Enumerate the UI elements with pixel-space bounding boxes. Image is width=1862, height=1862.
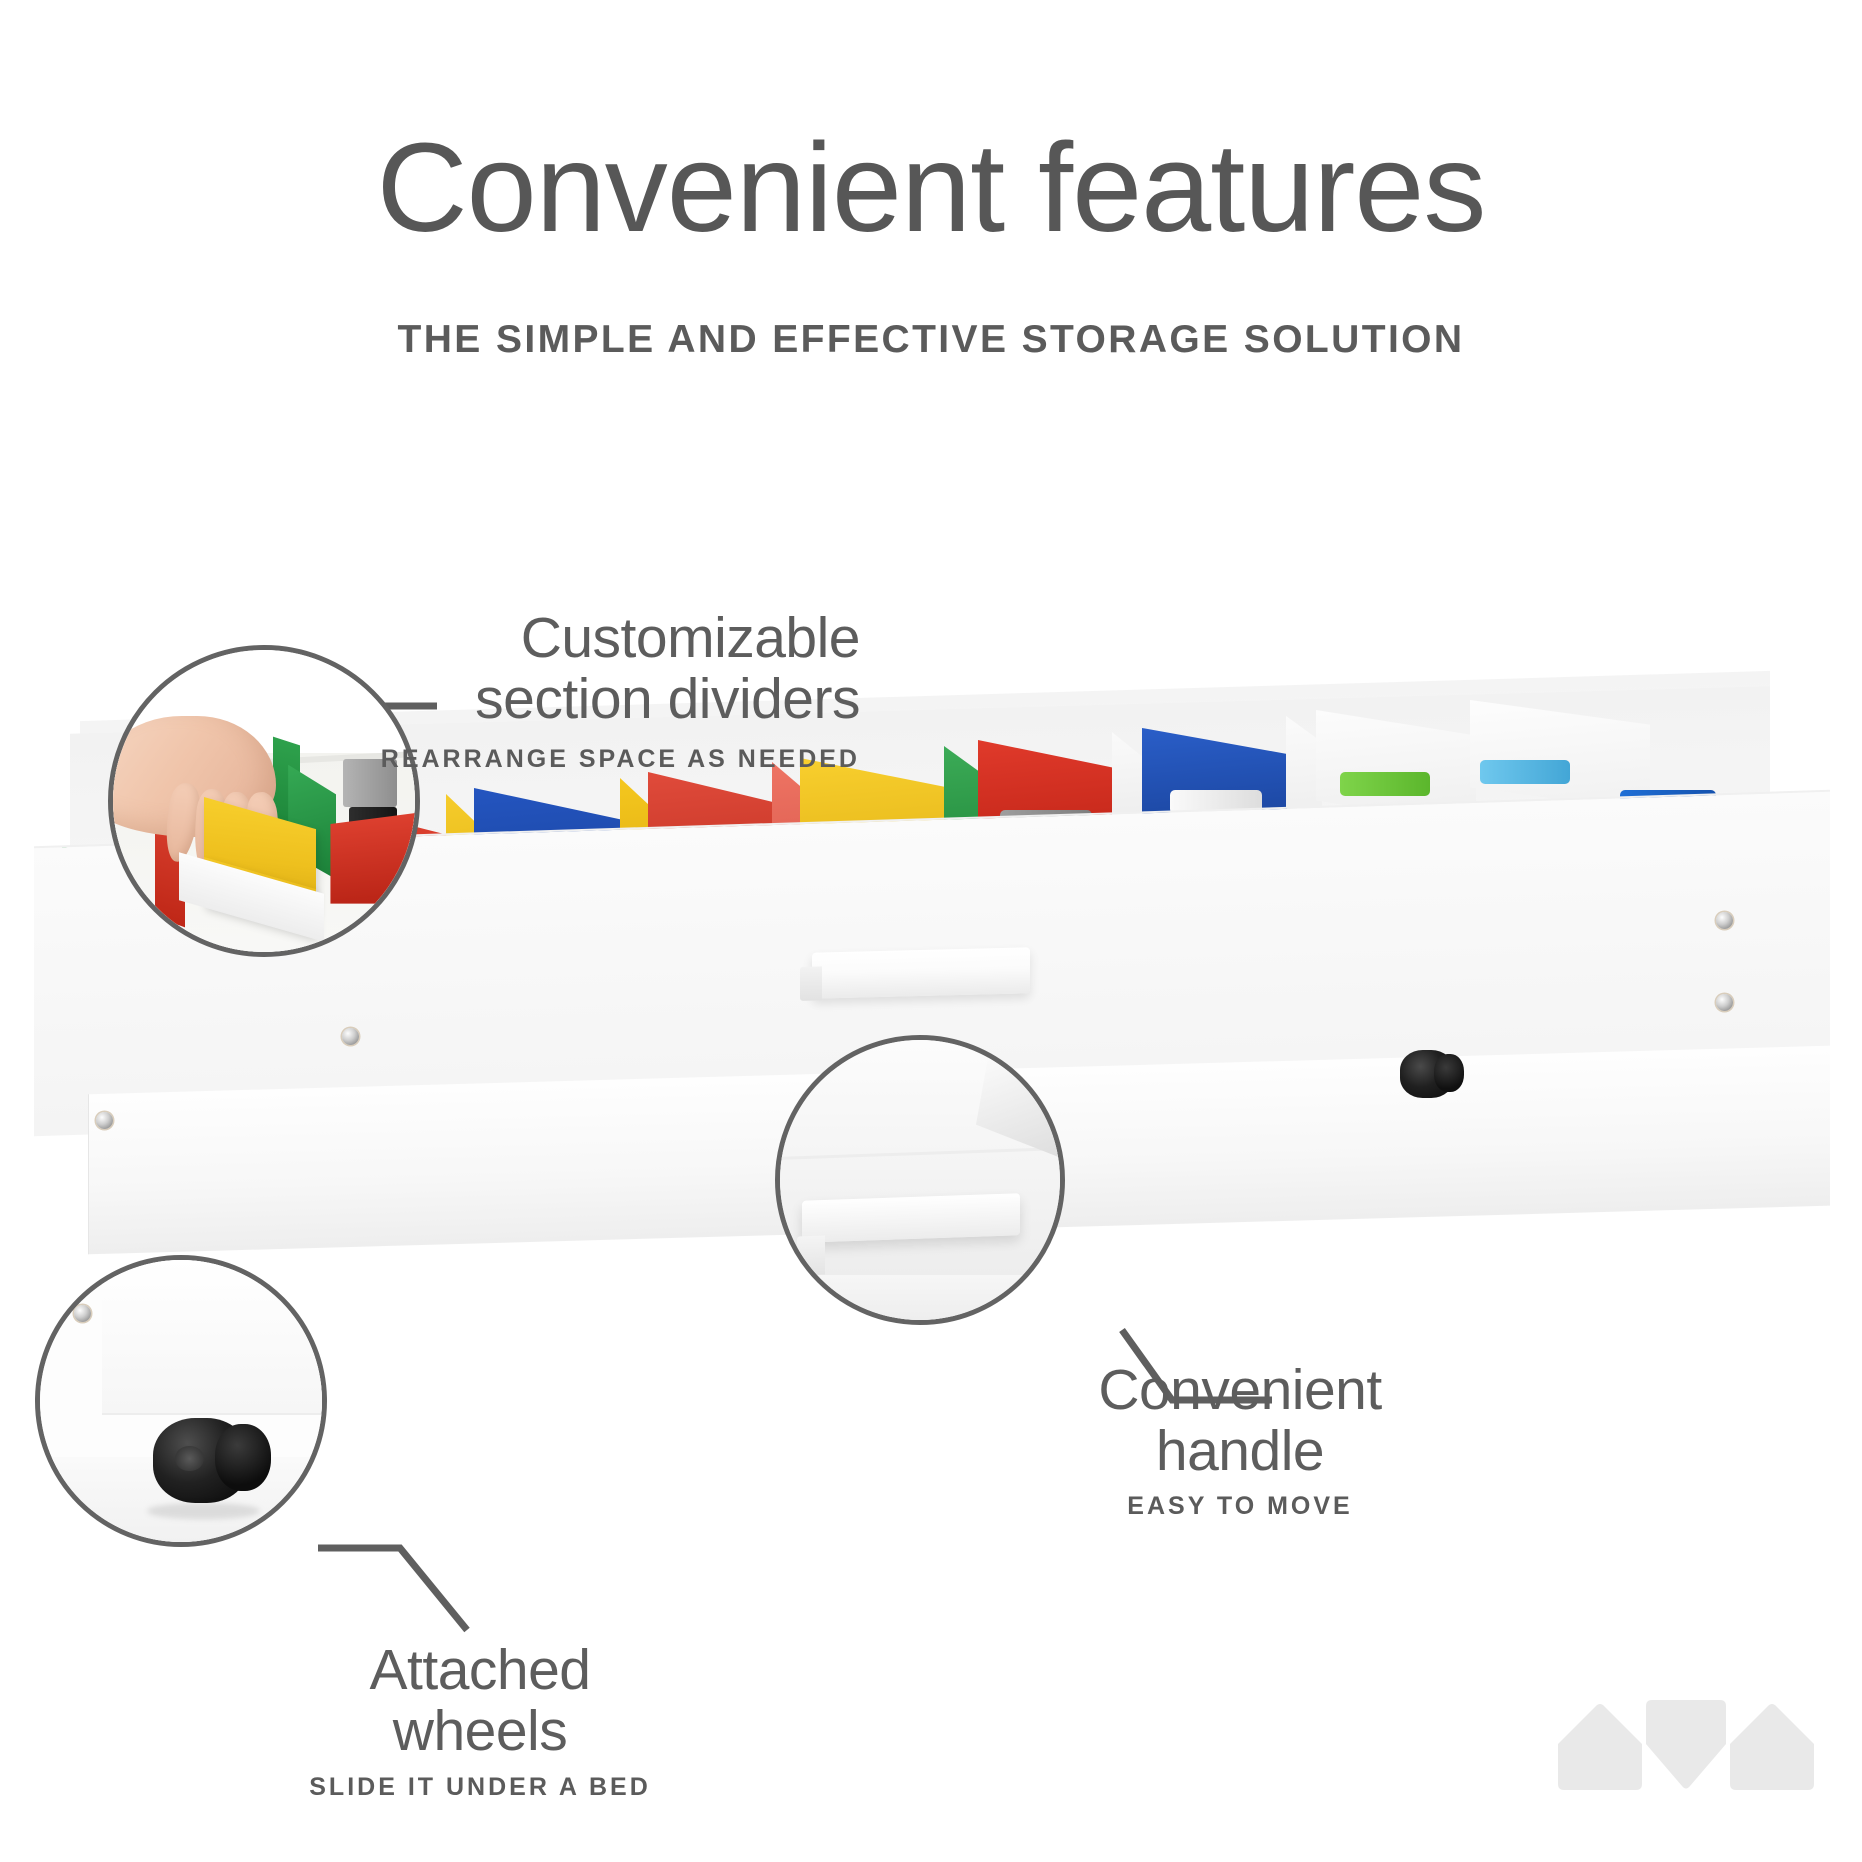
toy-bricks-skyblue (1480, 760, 1570, 784)
callout-title-dividers: Customizable section dividers (475, 606, 860, 731)
magnifier-handle (775, 1035, 1065, 1325)
logo-pentagon-down-center (1646, 1700, 1726, 1789)
magnifier-handle-content (780, 1040, 1060, 1320)
drawer-handle[interactable] (812, 947, 1030, 999)
caster-wheel-right (1400, 1050, 1464, 1098)
screw-right-top (1716, 912, 1733, 929)
screw-left (96, 1112, 113, 1129)
handle-closeup (802, 1192, 1021, 1243)
callout-subtitle-handle: EASY TO MOVE (1127, 1492, 1353, 1520)
logo-pentagon-up-left (1558, 1704, 1642, 1790)
callout-title-wheels: Attached wheels (369, 1638, 592, 1763)
callout-subtitle-wheels: SLIDE IT UNDER A BED (309, 1773, 651, 1801)
magnifier-wheels (35, 1255, 327, 1547)
logo-pentagon-up-right (1730, 1704, 1814, 1790)
callout-subtitle-dividers: REARRANGE SPACE AS NEEDED (380, 745, 860, 773)
brand-logo (1558, 1700, 1814, 1790)
page-subtitle: THE SIMPLE AND EFFECTIVE STORAGE SOLUTIO… (397, 318, 1465, 361)
magnifier-wheels-content (40, 1260, 322, 1542)
screw-closeup (73, 1305, 91, 1323)
callout-title-handle: Convenient handle (1098, 1358, 1382, 1483)
leader-line-wheels (318, 1544, 470, 1633)
toy-bricks-lime (1340, 772, 1430, 796)
screw-inner (342, 1028, 359, 1045)
screw-right-bottom (1716, 994, 1733, 1011)
magnifier-dividers (108, 645, 420, 957)
magnifier-dividers-content (113, 650, 415, 952)
page-title: Convenient features (376, 117, 1487, 258)
